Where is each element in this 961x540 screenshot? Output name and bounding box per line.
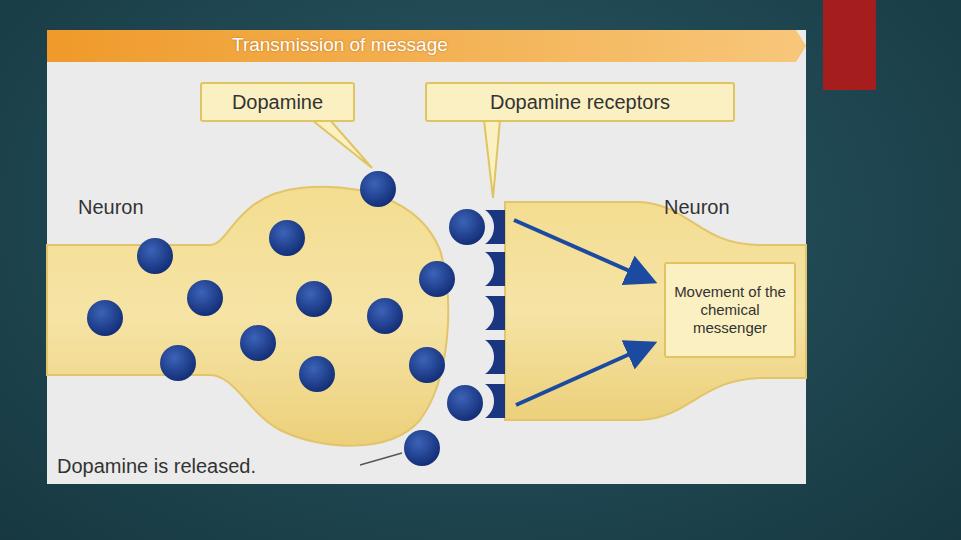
callout-box: Dopamine receptors bbox=[425, 82, 735, 122]
node-text: Dopamine bbox=[232, 90, 323, 114]
node-text: Movement of the chemical messenger bbox=[672, 283, 788, 337]
receptor-sites bbox=[485, 210, 505, 418]
receiving-neuron bbox=[505, 202, 806, 420]
flow-arrow bbox=[516, 345, 650, 405]
leader-line bbox=[360, 453, 402, 465]
neuron-label: Neuron bbox=[78, 196, 144, 219]
neuron-label: Neuron bbox=[664, 196, 730, 219]
panel bbox=[47, 30, 806, 484]
banner-title: Transmission of message bbox=[232, 34, 448, 56]
callout-pointer bbox=[484, 120, 500, 198]
node-text: Dopamine receptors bbox=[490, 90, 670, 114]
caption-label: Dopamine is released. bbox=[57, 455, 256, 478]
banner bbox=[47, 30, 806, 62]
flow-arrow bbox=[514, 220, 650, 280]
accent-bar bbox=[823, 0, 876, 90]
callout-pointer bbox=[312, 120, 372, 168]
sending-neuron bbox=[47, 187, 448, 446]
dopamine-molecules bbox=[87, 171, 485, 466]
callout-box: Dopamine bbox=[200, 82, 355, 122]
result-box: Movement of the chemical messenger bbox=[664, 262, 796, 358]
